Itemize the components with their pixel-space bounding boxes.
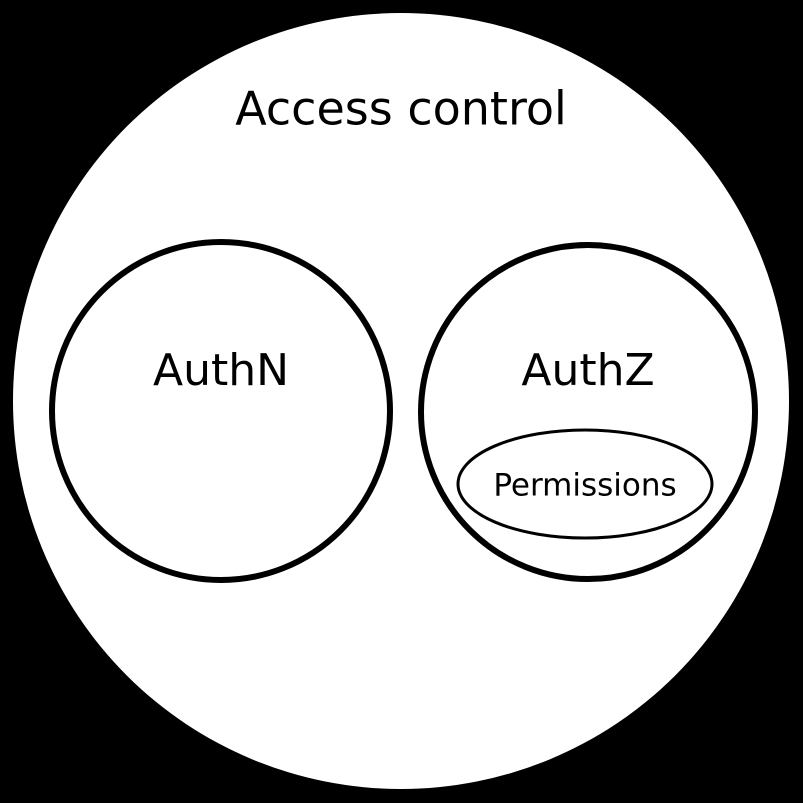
permissions-label: Permissions	[493, 468, 676, 504]
authn-circle[interactable]	[49, 239, 393, 583]
access-control-circle[interactable]	[13, 13, 789, 789]
authn-label: AuthN	[153, 345, 289, 396]
authz-label: AuthZ	[521, 345, 654, 396]
access-control-label: Access control	[235, 82, 567, 136]
permissions-ellipse[interactable]	[456, 428, 714, 540]
